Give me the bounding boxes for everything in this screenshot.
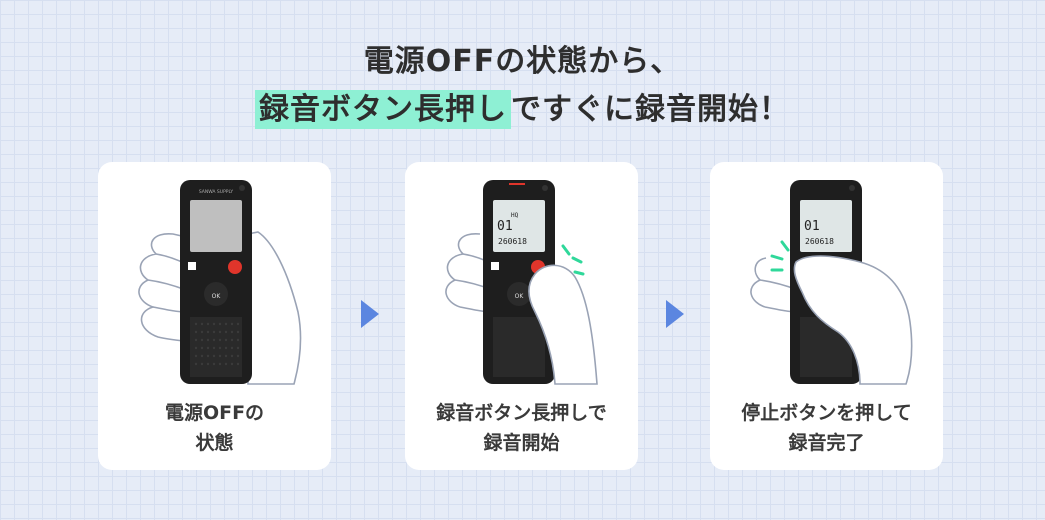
voice-recorder-recording-illustration: HQ 01 260618 OK bbox=[445, 180, 598, 385]
step-arrow-icon bbox=[666, 300, 684, 328]
svg-text:01: 01 bbox=[497, 219, 513, 234]
lcd-screen-on bbox=[493, 200, 545, 252]
step-label-1: 電源OFFの 状態 bbox=[164, 402, 265, 454]
svg-text:OK: OK bbox=[515, 293, 525, 300]
pressing-hand bbox=[528, 264, 598, 385]
svg-text:260618: 260618 bbox=[498, 237, 527, 246]
voice-recorder-stop-illustration: 01 260618 bbox=[750, 180, 913, 385]
step-card-3: 01 260618 停止ボタンを押して 録音完了 bbox=[710, 162, 943, 470]
headline-line1: 電源OFFの状態から、 bbox=[363, 44, 682, 79]
step-card-2: HQ 01 260618 OK 録音ボタン長押しで 録音開始 bbox=[405, 162, 638, 470]
brand-logo: SANWA SUPPLY bbox=[199, 189, 234, 195]
lcd-screen-off bbox=[190, 200, 242, 252]
svg-text:OK: OK bbox=[212, 293, 222, 300]
svg-text:260618: 260618 bbox=[805, 237, 834, 246]
lcd-screen-on bbox=[800, 200, 852, 252]
voice-recorder-off-illustration: SANWA SUPPLY OK bbox=[138, 180, 302, 385]
step-label-2: 録音ボタン長押しで 録音開始 bbox=[436, 402, 607, 454]
press-indicator-icon bbox=[770, 240, 790, 272]
headline-line2-rest: ですぐに録音開始！ bbox=[511, 92, 790, 127]
headline: 電源OFFの状態から、 録音ボタン長押しですぐに録音開始！ bbox=[0, 42, 1045, 132]
step-arrow-icon bbox=[361, 300, 379, 328]
step-card-1: SANWA SUPPLY OK 電源OFFの 状態 bbox=[98, 162, 331, 470]
svg-text:01: 01 bbox=[804, 219, 820, 234]
pressing-hand bbox=[793, 255, 913, 385]
headline-highlight: 録音ボタン長押し bbox=[255, 90, 511, 129]
headline-line2: 録音ボタン長押しですぐに録音開始！ bbox=[0, 88, 1045, 132]
step-label-3: 停止ボタンを押して 録音完了 bbox=[741, 402, 912, 454]
hand-outline bbox=[138, 231, 302, 385]
press-indicator-icon bbox=[561, 244, 585, 276]
rec-button bbox=[228, 260, 242, 274]
svg-text:HQ: HQ bbox=[511, 212, 519, 219]
